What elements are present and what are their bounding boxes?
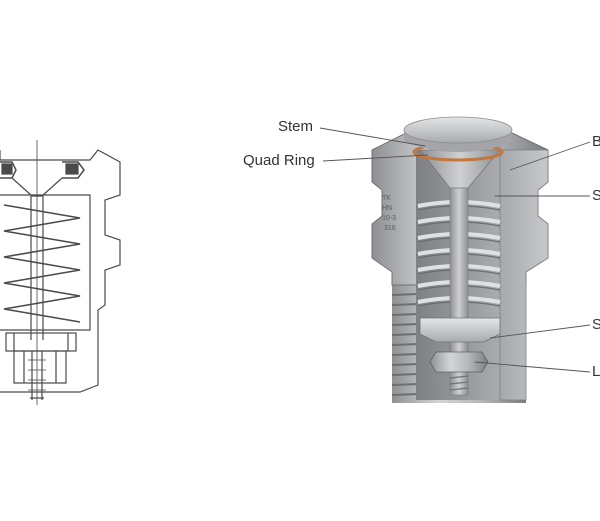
leader-quad-ring	[322, 154, 429, 162]
cutaway-rendering: TK HN 10-3 316	[371, 116, 549, 403]
label-spring: S	[592, 187, 600, 204]
leader-lines	[319, 127, 591, 373]
quad-ring-section	[0, 161, 85, 179]
label-seat: S	[592, 316, 600, 333]
spring-coils	[3, 204, 81, 323]
body-engraving: TK HN 10-3 316	[382, 195, 396, 232]
seat-washer	[419, 317, 501, 343]
stem-cap-top	[403, 116, 513, 144]
svg-text:HN: HN	[382, 205, 392, 212]
label-body: B	[592, 133, 600, 150]
base-plate	[5, 332, 77, 352]
stem-cone	[11, 177, 63, 197]
stem-thread	[30, 351, 44, 400]
ring-right	[65, 163, 79, 175]
leader-stem	[319, 127, 426, 147]
ring-left	[1, 163, 13, 175]
body-outline	[0, 149, 121, 393]
base-lines	[13, 333, 69, 351]
thread-hatch	[28, 359, 46, 391]
svg-text:TK: TK	[382, 195, 391, 202]
label-stem: Stem	[278, 118, 314, 135]
sleeve	[0, 194, 91, 331]
label-quad-ring: Quad Ring	[243, 152, 315, 169]
svg-text:316: 316	[384, 225, 396, 232]
stem-thread-3d	[449, 375, 469, 391]
locknut-rendering	[429, 351, 489, 373]
svg-text:10-3: 10-3	[382, 215, 396, 222]
leader-seat	[489, 324, 591, 339]
cut-face-right	[499, 149, 549, 401]
line-drawing-section	[0, 140, 121, 405]
nut	[13, 350, 67, 384]
leader-body	[509, 141, 591, 171]
leader-locknut	[474, 361, 591, 373]
label-locknut: L	[592, 363, 600, 380]
nut-lines	[23, 351, 57, 383]
